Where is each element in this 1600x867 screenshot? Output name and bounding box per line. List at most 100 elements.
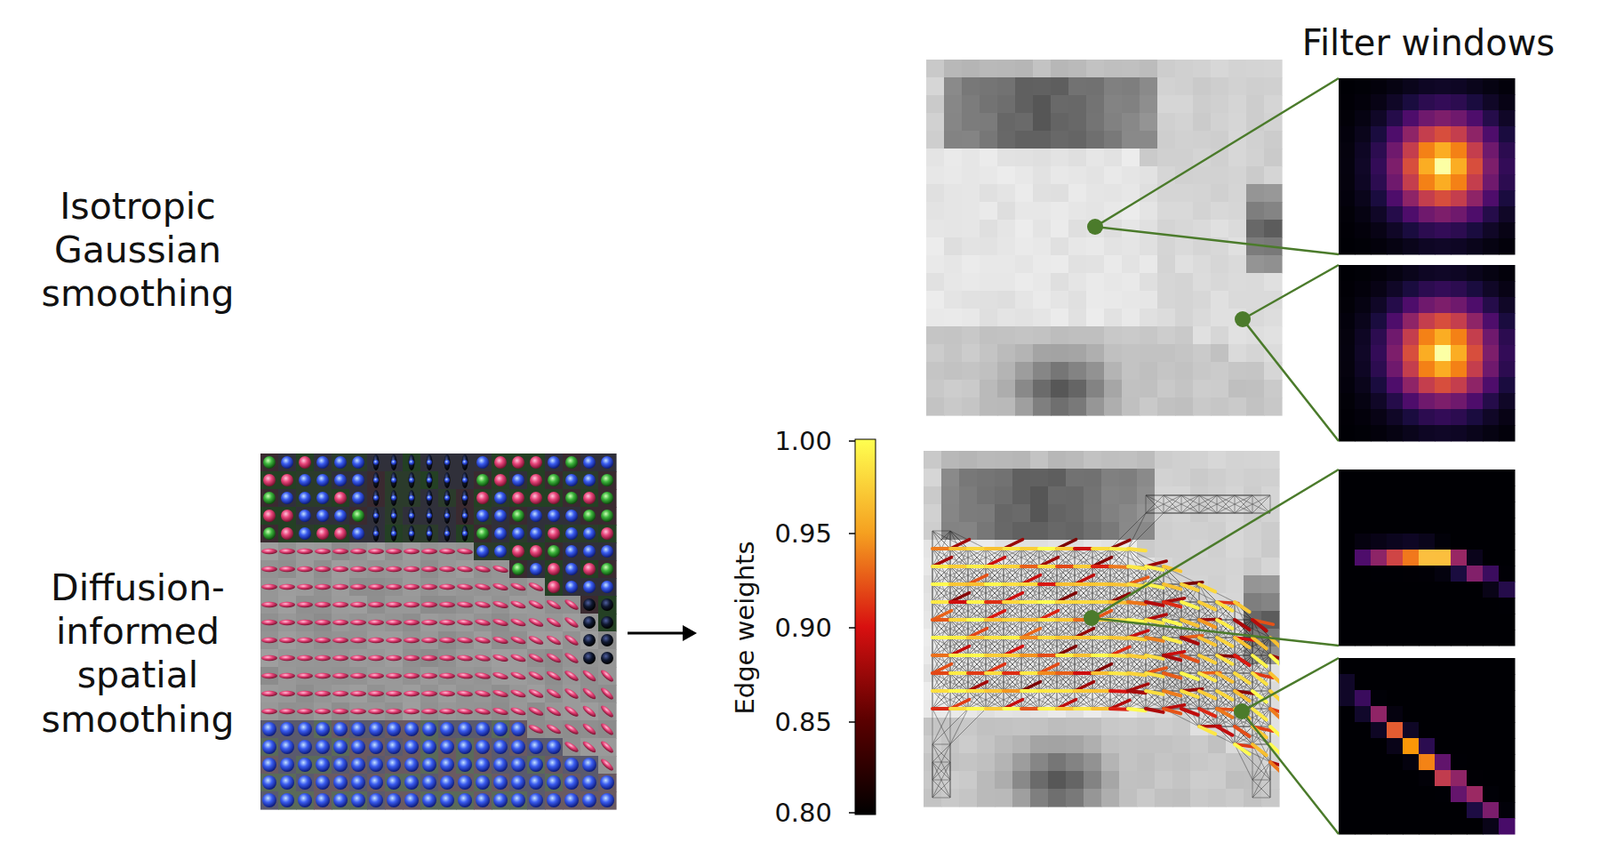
image-pixel: [1086, 95, 1105, 114]
glyph-cell: [527, 577, 546, 597]
image-pixel: [1012, 770, 1032, 790]
mesh-edge: [1234, 495, 1253, 513]
image-pixel: [1050, 95, 1070, 114]
odf-glyph: [600, 580, 614, 593]
mesh-edge: [1003, 566, 1040, 568]
glyph-cell: [562, 613, 582, 632]
glyph-cell: [420, 666, 440, 686]
odf-glyph: [599, 757, 616, 773]
odf-glyph: [403, 619, 420, 625]
odf-glyph: [444, 477, 450, 483]
odf-glyph: [350, 601, 367, 608]
odf-glyph: [509, 705, 527, 717]
image-pixel: [1048, 752, 1067, 772]
mesh-edge: [950, 548, 968, 550]
glyph-cell: [491, 666, 511, 686]
odf-glyph: [547, 562, 560, 576]
odf-glyph: [263, 509, 276, 522]
glyph-cell: [509, 453, 528, 472]
glyph-cell: [598, 702, 617, 721]
glyph-cell: [438, 453, 457, 472]
odf-glyph: [509, 634, 527, 646]
odf-glyph: [385, 619, 402, 625]
image-pixel: [1261, 468, 1280, 488]
odf-glyph: [565, 491, 578, 504]
image-pixel: [961, 308, 981, 328]
odf-glyph: [332, 655, 349, 661]
odf-glyph: [582, 775, 597, 790]
image-pixel: [926, 361, 945, 381]
odf-glyph: [476, 473, 489, 487]
odf-glyph: [493, 757, 508, 772]
glyph-cell: [491, 684, 511, 704]
image-pixel: [1048, 717, 1067, 736]
odf-glyph: [391, 472, 398, 488]
odf-glyph: [529, 562, 543, 576]
glyph-cell: [473, 755, 493, 775]
odf-glyph: [440, 739, 455, 754]
image-pixel: [1154, 770, 1174, 790]
glyph-cell: [367, 720, 386, 739]
glyph-cell: [313, 737, 333, 757]
image-pixel: [1264, 77, 1283, 96]
image-pixel: [1157, 379, 1176, 399]
mesh-edge: [985, 566, 1004, 568]
glyph-cell: [420, 720, 440, 739]
glyph-cell: [296, 720, 315, 739]
odf-glyph: [350, 584, 367, 590]
odf-glyph: [385, 655, 402, 661]
odf-glyph: [563, 686, 581, 700]
glyph-cell: [456, 613, 475, 632]
mesh-edge: [1074, 548, 1093, 550]
odf-glyph: [457, 721, 472, 736]
image-pixel: [979, 59, 999, 79]
odf-glyph: [280, 527, 294, 540]
mesh-edge: [932, 548, 951, 584]
image-pixel: [994, 468, 1014, 488]
glyph-cell: [296, 506, 315, 526]
odf-glyph: [426, 512, 432, 519]
mesh-edge: [985, 566, 1004, 602]
image-pixel: [979, 148, 999, 168]
odf-glyph: [583, 562, 596, 576]
glyph-cell: [473, 471, 493, 490]
glyph-cell: [456, 666, 475, 686]
odf-glyph: [316, 491, 329, 504]
mesh-edge: [1092, 548, 1111, 584]
image-pixel: [1139, 77, 1159, 96]
odf-glyph: [456, 707, 474, 715]
mesh-edge: [985, 548, 1004, 584]
image-pixel: [997, 112, 1016, 132]
image-pixel: [1246, 184, 1265, 203]
glyph-cell: [331, 471, 351, 490]
odf-glyph: [474, 653, 492, 663]
glyph-cell: [278, 791, 297, 810]
image-pixel: [1246, 344, 1265, 363]
image-pixel: [1068, 201, 1088, 221]
odf-glyph: [527, 580, 544, 592]
odf-glyph: [386, 792, 401, 808]
image-pixel: [997, 272, 1016, 292]
odf-glyph: [512, 491, 525, 504]
image-pixel: [1083, 486, 1103, 505]
odf-glyph: [279, 548, 296, 554]
odf-glyph: [444, 507, 451, 524]
image-pixel: [979, 326, 999, 345]
image-pixel: [1139, 255, 1159, 274]
mesh-edge: [1021, 548, 1057, 567]
image-pixel: [1136, 521, 1156, 541]
image-pixel: [1210, 95, 1230, 114]
image-pixel: [1192, 361, 1212, 381]
odf-glyph: [373, 472, 380, 488]
glyph-cell: [473, 648, 493, 668]
glyph-cell: [313, 720, 333, 739]
glyph-cell: [509, 488, 528, 508]
glyph-cell: [367, 684, 386, 704]
image-pixel: [923, 504, 943, 523]
odf-glyph: [261, 637, 278, 643]
image-pixel: [1228, 361, 1248, 381]
mesh-edge: [950, 548, 968, 584]
mesh-edge: [985, 548, 1004, 550]
image-pixel: [1175, 290, 1194, 310]
image-pixel: [1190, 788, 1209, 808]
